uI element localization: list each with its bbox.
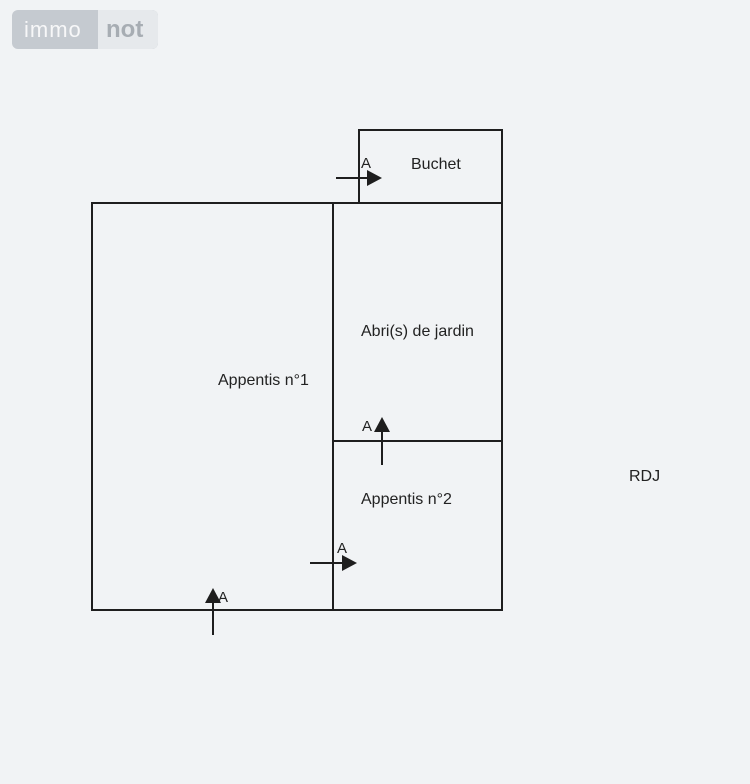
door-marker-appentis-2-left: A xyxy=(337,540,348,557)
level-label: RDJ xyxy=(629,468,661,485)
door-marker-buchet: A xyxy=(361,155,372,172)
room-label-abri: Abri(s) de jardin xyxy=(361,323,474,340)
logo-part-not: not xyxy=(98,10,158,49)
door-arrow-appentis-1-bottom xyxy=(205,588,221,635)
logo-part-immo: immo xyxy=(24,16,82,42)
door-arrow-buchet xyxy=(336,170,382,186)
room-label-appentis-2: Appentis n°2 xyxy=(361,491,452,508)
door-arrow-appentis-2-left xyxy=(310,555,357,571)
room-appentis-2-outline xyxy=(332,440,503,611)
room-label-appentis-1: Appentis n°1 xyxy=(218,372,309,389)
immonot-watermark-logo: immo not xyxy=(12,10,158,49)
room-appentis-1-outline xyxy=(91,202,334,611)
door-marker-appentis-1: A xyxy=(218,589,229,606)
room-buchet-outline xyxy=(358,129,503,204)
room-label-buchet: Buchet xyxy=(411,156,461,173)
door-marker-appentis-2-top: A xyxy=(362,418,373,435)
room-abri-outline xyxy=(332,202,503,442)
door-arrow-appentis-2-top xyxy=(374,417,390,465)
